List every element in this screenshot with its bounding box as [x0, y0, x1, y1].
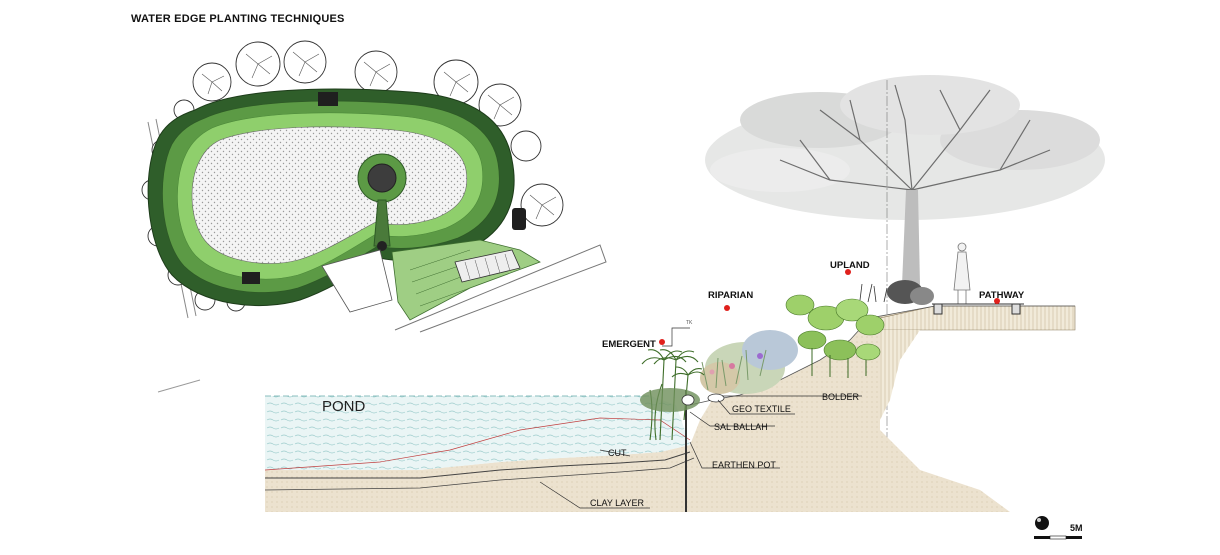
tick-mark-label: TK [686, 320, 693, 326]
tree-trunk [902, 190, 920, 285]
earthen-pot-label: EARTHEN POT [712, 460, 776, 470]
tree-foliage [840, 75, 1020, 135]
bolder [707, 393, 725, 403]
page-title: WATER EDGE PLANTING TECHNIQUES [131, 13, 345, 25]
hedge-block [242, 272, 260, 284]
upland-large-leaf-plants [785, 294, 885, 378]
hedge-block [318, 92, 338, 106]
emergent-label: EMERGENT [602, 339, 656, 350]
clay-layer-label: CLAY LAYER [590, 498, 645, 508]
scale-label: 5M [1070, 523, 1083, 533]
riparian-planting [700, 330, 798, 394]
cut-label: CUT [608, 448, 627, 458]
scale-segment [1049, 535, 1067, 540]
pathway-marker [994, 298, 1000, 304]
shed-roof-lines [464, 253, 511, 280]
site-boundary-bottom [394, 244, 607, 333]
callout-leaders [539, 327, 862, 509]
upland-soil-lower [880, 330, 920, 420]
central-island-core [367, 163, 397, 193]
riparian-label: RIPARIAN [708, 290, 753, 301]
cut-line [264, 417, 691, 471]
pathway-label: PATHWAY [979, 290, 1025, 301]
person-figure [953, 242, 971, 304]
liner-line-2 [264, 457, 695, 491]
bench [932, 303, 1024, 315]
scale-segment [1066, 536, 1082, 539]
cross-section: TK POND EMERGENT RIPARIAN UPLAND PATHWAY… [264, 75, 1105, 512]
emergent-marker [659, 339, 665, 345]
pond-water [265, 396, 690, 470]
north-orb-icon [1035, 516, 1049, 530]
lower-lawn-hatching [409, 249, 501, 307]
site-boundary-diagonal [157, 379, 201, 393]
pathway-shrubs [859, 280, 934, 305]
tree-branch-lines [201, 51, 557, 220]
sal-ballah-label: SAL BALLAH [714, 422, 768, 432]
liner-line [265, 451, 691, 479]
access-path [321, 249, 393, 313]
bridge-node [377, 241, 387, 251]
scale-bar: 5M [1034, 516, 1083, 540]
island-bridge [373, 199, 391, 247]
upland-label: UPLAND [830, 260, 870, 271]
site-plan [141, 40, 607, 393]
earthen-pot [681, 394, 695, 406]
riparian-marker [724, 305, 730, 311]
emergent-base [640, 388, 700, 412]
bolder-label: BOLDER [822, 392, 860, 402]
upland-marker [845, 269, 851, 275]
upland-soil [879, 305, 1076, 331]
tree-canopy [510, 130, 542, 162]
geo-textile-label: GEO TEXTILE [732, 404, 791, 414]
tree-foliage [710, 148, 850, 192]
hedge-block [512, 208, 526, 230]
scale-segment [1034, 536, 1050, 539]
pond-label: POND [322, 398, 366, 415]
emergent-reeds [641, 349, 705, 441]
